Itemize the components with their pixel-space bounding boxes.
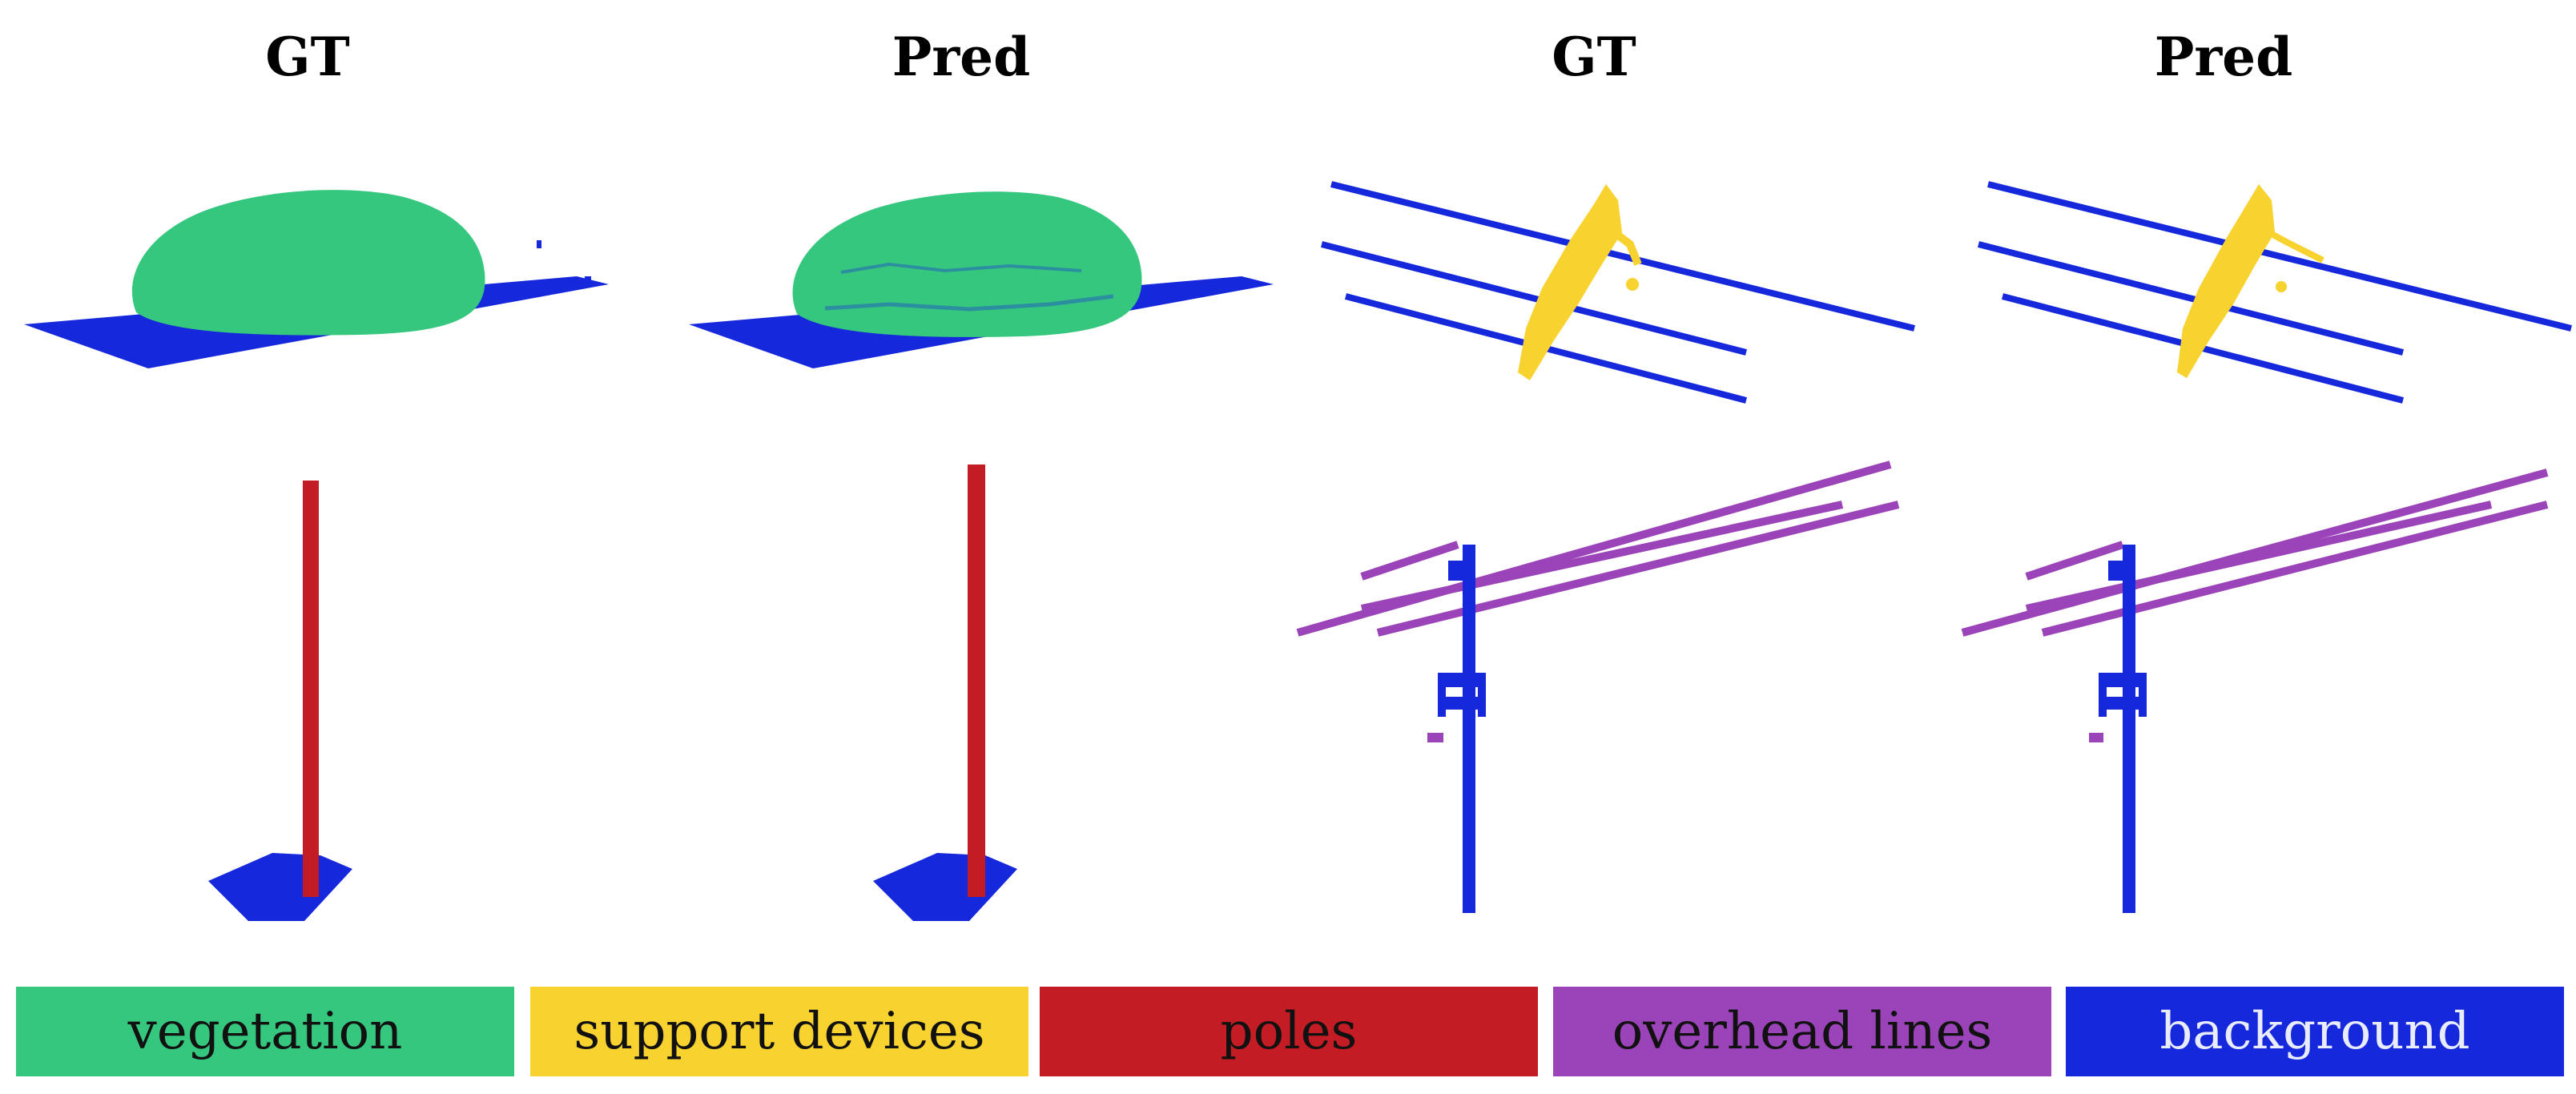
pole bbox=[2123, 545, 2135, 913]
ground-patch bbox=[873, 853, 1017, 921]
ground-patch bbox=[208, 853, 352, 921]
lines-pred-panel bbox=[1978, 181, 2572, 404]
legend-background: background bbox=[2066, 987, 2564, 1076]
header-pred-1: Pred bbox=[892, 26, 1031, 88]
header-pred-2: Pred bbox=[2154, 26, 2293, 88]
support-device bbox=[1518, 184, 1622, 380]
legend-vegetation: vegetation bbox=[16, 987, 514, 1076]
support-device bbox=[2177, 184, 2275, 378]
pole-pred-panel bbox=[873, 465, 1017, 921]
overhead-line bbox=[1360, 501, 1844, 613]
lines-gt-panel bbox=[1321, 181, 1915, 404]
pole-lines-gt-panel bbox=[1296, 461, 1900, 913]
vegetation-pred-panel bbox=[689, 191, 1274, 368]
background-line bbox=[1978, 241, 2404, 356]
pole bbox=[303, 481, 319, 897]
header-gt-2: GT bbox=[1552, 26, 1636, 88]
vegetation-gt-panel bbox=[24, 190, 609, 368]
background-line bbox=[1330, 181, 1915, 332]
legend-overhead-lines: overhead lines bbox=[1553, 987, 2051, 1076]
overhead-line bbox=[2025, 501, 2493, 613]
pole-lines-pred-panel bbox=[1961, 469, 2549, 913]
legend-support-devices: support devices bbox=[530, 987, 1028, 1076]
pole bbox=[1463, 545, 1475, 913]
overhead-line bbox=[1961, 469, 2549, 637]
pole-gt-panel bbox=[208, 481, 352, 921]
overhead-line bbox=[1296, 461, 1892, 637]
header-gt-1: GT bbox=[265, 26, 350, 88]
legend-poles: poles bbox=[1040, 987, 1538, 1076]
vegetation-cloud bbox=[792, 191, 1142, 337]
pole bbox=[968, 465, 985, 897]
background-line bbox=[1321, 241, 1747, 356]
vegetation-cloud bbox=[131, 190, 485, 336]
background-line bbox=[1987, 181, 2572, 332]
